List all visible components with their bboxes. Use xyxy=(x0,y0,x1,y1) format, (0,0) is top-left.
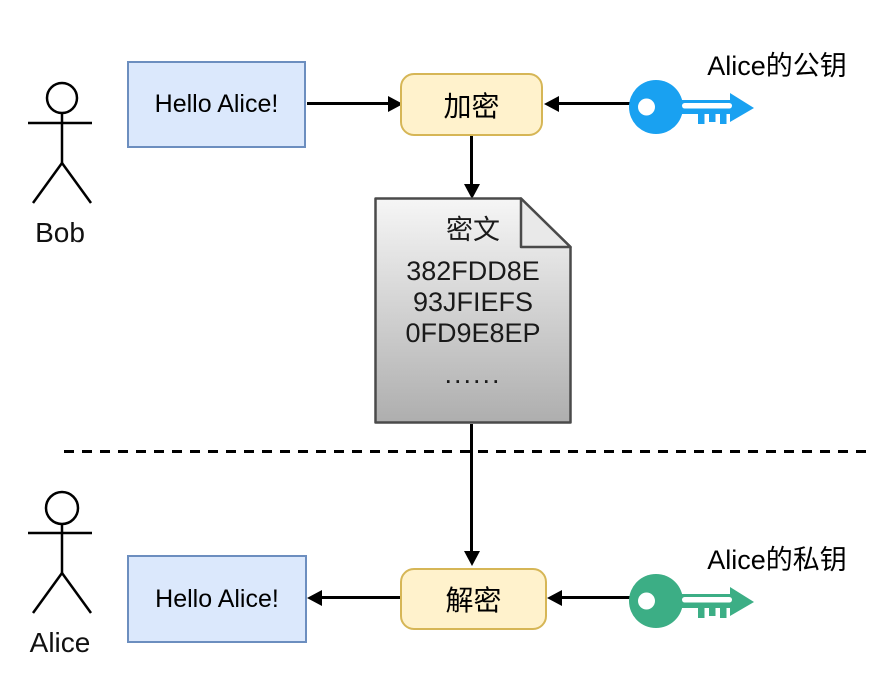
alice-label: Alice xyxy=(29,627,91,658)
arrow-decrypt-to-plaintext-head xyxy=(307,590,322,606)
ciphertext-line: 93JFIEFS xyxy=(412,287,534,317)
bob-label: Bob xyxy=(35,217,85,248)
plaintext-box-top: Hello Alice! xyxy=(127,61,306,148)
public-key-label: Alice的公钥 xyxy=(707,51,847,81)
private-key-icon xyxy=(629,574,754,628)
arrow-privkey-to-decrypt-head xyxy=(547,590,562,606)
bob-stick-figure-icon xyxy=(28,81,93,204)
ciphertext-title: 密文 xyxy=(446,215,500,245)
ciphertext-content: 密文 382FDD8E 93JFIEFS 0FD9E8EP ...... xyxy=(374,208,572,390)
decrypt-label: 解密 xyxy=(445,585,502,616)
decrypt-box: 解密 xyxy=(400,568,547,630)
encrypt-label: 加密 xyxy=(443,90,500,122)
ciphertext-line: 382FDD8E xyxy=(406,256,540,286)
arrow-pubkey-to-encrypt-head xyxy=(544,96,559,112)
arrow-pubkey-to-encrypt-line xyxy=(556,102,630,105)
ciphertext-line: 0FD9E8EP xyxy=(405,318,541,348)
private-key-label: Alice的私钥 xyxy=(707,545,847,575)
arrow-doc-to-decrypt-line xyxy=(470,424,473,553)
arrow-plaintext-to-encrypt-line xyxy=(307,102,392,105)
ciphertext-document-shape xyxy=(374,197,572,424)
arrow-encrypt-to-doc-head xyxy=(464,184,480,199)
alice-stick-figure-icon xyxy=(28,490,93,614)
arrow-plaintext-to-encrypt-head xyxy=(388,96,403,112)
ciphertext-ellipsis: ...... xyxy=(444,359,502,389)
public-key-icon xyxy=(629,80,754,134)
network-boundary-dashed-line xyxy=(64,450,866,453)
arrow-decrypt-to-plaintext-line xyxy=(319,596,400,599)
arrow-doc-to-decrypt-head xyxy=(464,551,480,566)
plaintext-box-bottom: Hello Alice! xyxy=(127,555,307,643)
plaintext-top-label: Hello Alice! xyxy=(154,90,279,118)
arrow-privkey-to-decrypt-line xyxy=(559,596,630,599)
arrow-encrypt-to-doc-line xyxy=(470,136,473,187)
encrypt-box: 加密 xyxy=(400,73,543,136)
plaintext-bottom-label: Hello Alice! xyxy=(155,584,279,613)
